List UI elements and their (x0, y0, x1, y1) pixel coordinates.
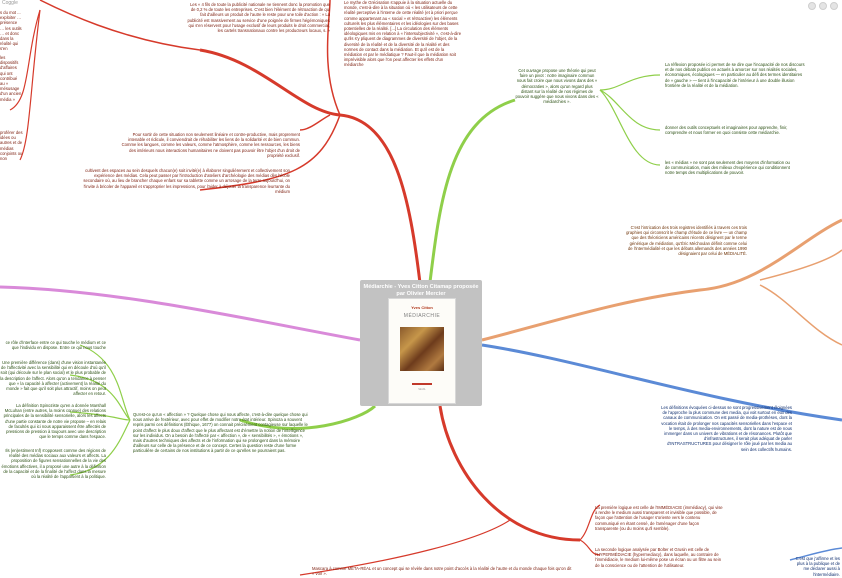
branch-green-bottom (239, 404, 377, 430)
app-logo[interactable]: Coggle (2, 0, 18, 6)
book-cover-image: Yves Citton MÉDIARCHIE SEUIL (388, 298, 456, 404)
book-cover-illustration (400, 327, 444, 371)
branch-green-top-1 (599, 74, 661, 91)
settings-icon[interactable] (819, 1, 827, 10)
branch-green-bottom-3 (69, 411, 131, 421)
central-node[interactable]: Médiarchie - Yves Citton Citamap proposé… (360, 280, 482, 406)
avatar[interactable] (830, 1, 838, 10)
note-orange-mediality[interactable]: C'est l'intrication des trois registres … (626, 225, 747, 257)
note-green-oppose[interactable]: Ils (en)estiment Inf) s'opposent comme d… (1, 448, 106, 480)
branch-pink (0, 285, 361, 342)
note-green-media[interactable]: les « médias » ne sont pas seulement des… (665, 160, 790, 176)
branch-green-top (428, 98, 516, 283)
share-icon[interactable] (808, 1, 816, 10)
toolbar (808, 1, 838, 10)
branch-green-top-2 (599, 89, 661, 131)
note-green-reflection[interactable]: La réflexion proposée ici permet de se d… (665, 62, 805, 88)
note-red-hypermediacy[interactable]: La seconde logique analysée par Bolter e… (595, 547, 722, 568)
note-red-far-left-1[interactable]: s du mot ... exploiter … présence … les … (0, 10, 22, 50)
note-red-myth[interactable]: Le mythe de Grécisation s'appuie à la si… (344, 0, 462, 68)
note-red-advertising[interactable]: Les « 4 fils de toute la publicité natio… (187, 2, 330, 34)
central-title: Médiarchie - Yves Citton Citamap proposé… (363, 284, 479, 297)
branch-red-sub-2 (299, 114, 331, 131)
branch-blue (481, 343, 842, 422)
note-red-archaeology[interactable]: cultivent des espaces au sein desquels c… (83, 168, 290, 194)
branch-green-top-3 (599, 89, 661, 166)
note-red-far-left-2[interactable]: les dispositifs d'affaires qui ont contr… (0, 55, 22, 102)
branch-red-bottom (438, 405, 581, 542)
note-blue-far-right[interactable]: C'est que j'affirme et les plus à la pub… (795, 556, 840, 577)
branch-orange-2 (759, 284, 842, 346)
branch-red-bottom-1 (579, 504, 601, 541)
note-red-immediacy[interactable]: La première logique est celle de l'IMMÉD… (595, 505, 723, 531)
note-red-commons[interactable]: Pour sortir de cette situation non seule… (121, 132, 300, 158)
branch-green-bottom-4 (69, 419, 131, 476)
branch-red-left (39, 0, 201, 51)
branch-red-bottom-3 (299, 519, 511, 576)
note-green-tools[interactable]: donner des outils conceptuels et imagina… (665, 125, 788, 136)
note-red-meta-real[interactable]: Mascara à comme MÉTA-RÉAL et un concept … (312, 566, 572, 577)
branch-red-left-2 (9, 9, 41, 111)
branch-red-main (199, 48, 422, 284)
branch-orange (481, 218, 842, 342)
note-green-first-difference[interactable]: Une première différence (dans) d'une vis… (0, 360, 106, 397)
book-band (412, 383, 432, 385)
branch-red-sub-3 (199, 114, 341, 191)
note-blue-intrastructures[interactable]: Les définitions évoquées ci-dessus se so… (661, 405, 792, 452)
note-green-interface[interactable]: ce rôle d'interface entre ce qui touche … (5, 340, 106, 351)
branch-red-left-3 (19, 9, 41, 161)
branch-green-bottom-1 (79, 344, 131, 421)
branch-blue-tail (789, 547, 842, 561)
branch-red-sub-1 (326, 0, 341, 116)
branch-red-bottom-2 (579, 539, 601, 556)
branch-orange-3 (759, 249, 842, 281)
note-green-mediarchies[interactable]: Cet ouvrage propose une théorie qui peut… (515, 68, 599, 105)
book-author: Yves Citton (411, 305, 433, 310)
book-title: MÉDIARCHIE (403, 313, 441, 319)
note-green-spinozist[interactable]: La définition Spinoziste qu'en a donnée … (3, 403, 106, 440)
note-green-affection[interactable]: Qu'est-ce qu'un « affection » ? Quelque … (133, 412, 308, 454)
branch-green-bottom-2 (69, 374, 131, 421)
note-red-far-left-3[interactable]: proférer des idées ou autres et de média… (0, 130, 23, 162)
book-publisher: SEUIL (418, 388, 426, 391)
